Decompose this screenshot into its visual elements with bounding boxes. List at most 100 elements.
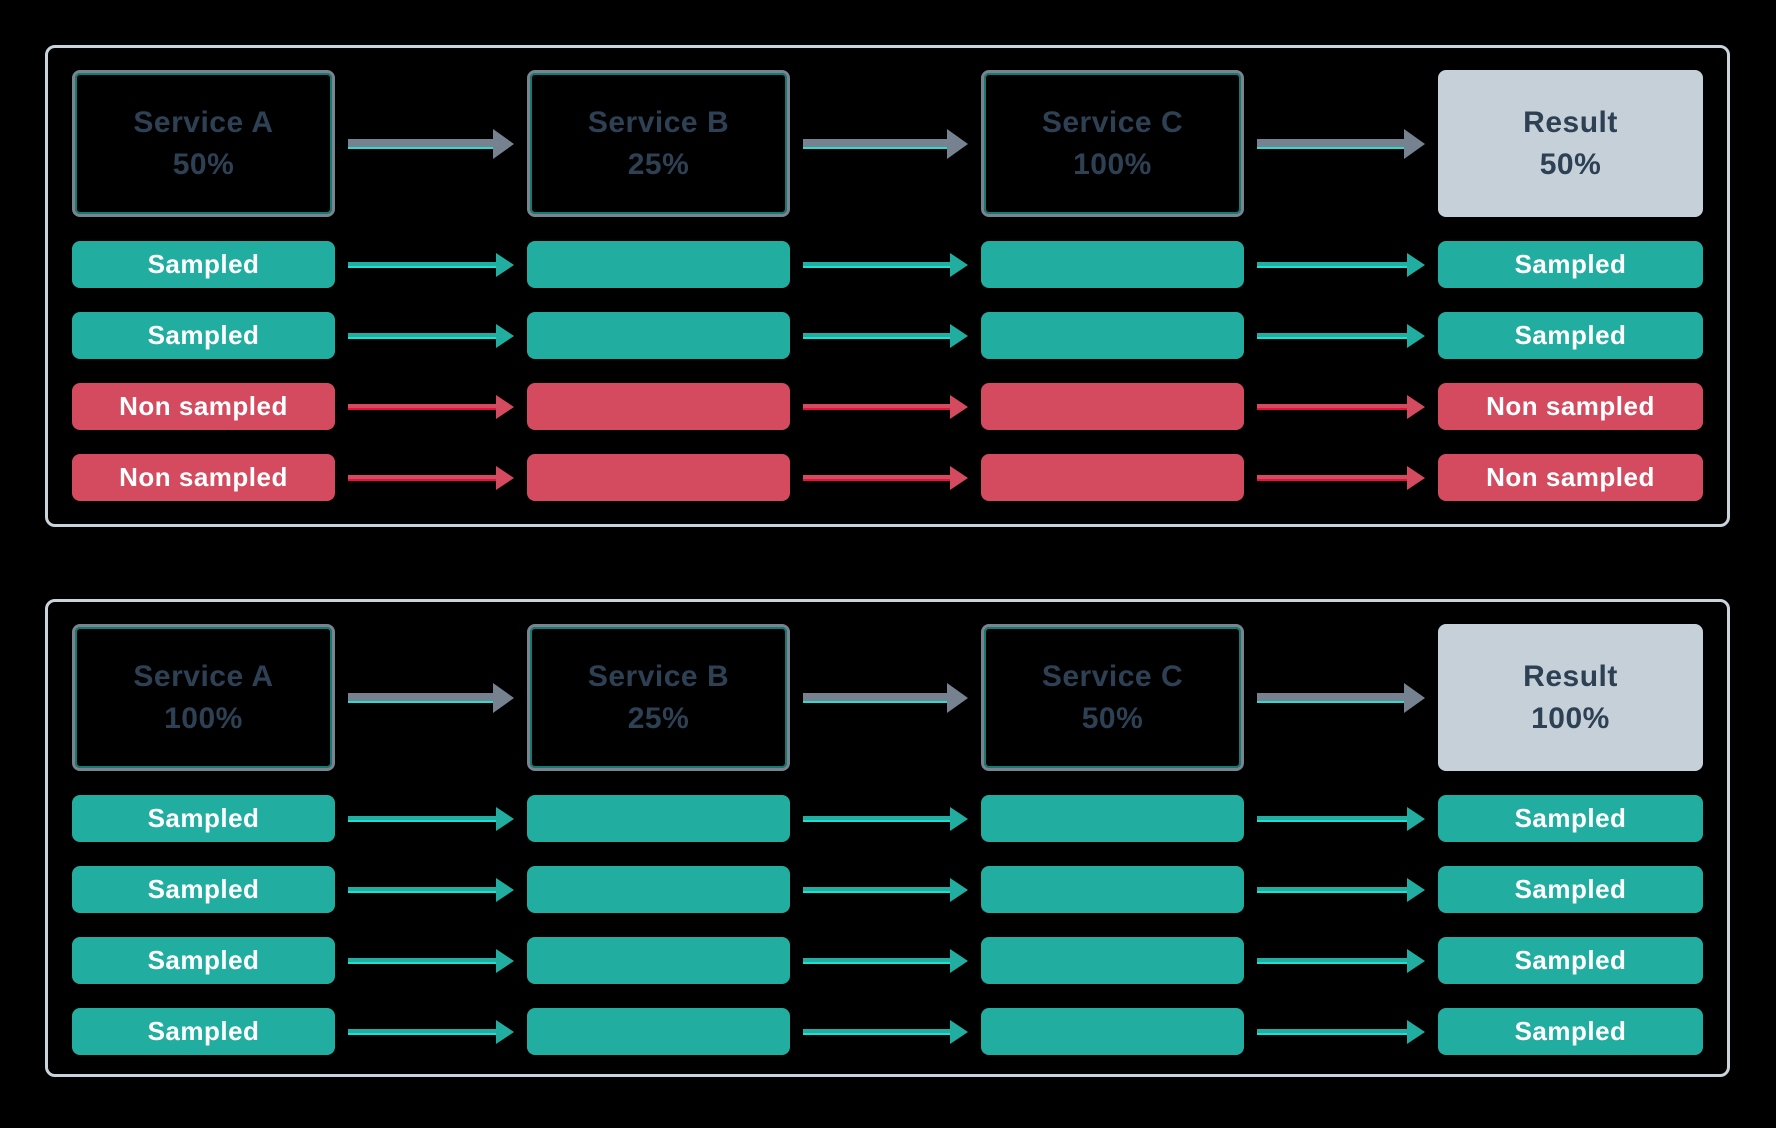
arrow-right-icon — [493, 128, 514, 159]
arrow-shaft — [348, 1028, 496, 1035]
trace-pill — [527, 1008, 790, 1055]
service-name: Service C — [1041, 659, 1184, 693]
arrow-right-icon — [1404, 128, 1425, 159]
flow-arrow-cell — [1244, 241, 1438, 288]
flow-arrow-cell — [1244, 70, 1438, 217]
arrow-shaft — [348, 474, 496, 481]
arrow-right-icon — [496, 948, 514, 973]
flow-arrow — [1257, 394, 1425, 419]
arrow-shaft — [803, 692, 947, 703]
service-rate: 25% — [627, 701, 690, 735]
flow-arrow-cell — [790, 241, 981, 288]
flow-arrow-cell — [335, 454, 527, 501]
result-rate: 100% — [1531, 701, 1610, 735]
flow-arrow — [803, 252, 968, 277]
flow-arrow-cell — [335, 1008, 527, 1055]
flow-arrow-cell — [790, 937, 981, 984]
flow-arrow — [348, 877, 514, 902]
trace-pill — [527, 454, 790, 501]
arrow-right-icon — [496, 394, 514, 419]
arrow-right-icon — [950, 394, 968, 419]
flow-arrow — [1257, 1019, 1425, 1044]
flow-arrow — [803, 806, 968, 831]
trace-pill — [981, 312, 1244, 359]
flow-arrow — [803, 128, 968, 159]
flow-arrow-cell — [335, 795, 527, 842]
arrow-shaft — [803, 957, 950, 964]
arrow-right-icon — [1407, 465, 1425, 490]
flow-arrow — [348, 394, 514, 419]
arrow-right-icon — [1407, 1019, 1425, 1044]
arrow-shaft — [348, 886, 496, 893]
flow-arrow-cell — [790, 312, 981, 359]
trace-pill: Sampled — [1438, 1008, 1703, 1055]
arrow-shaft — [348, 332, 496, 339]
arrow-shaft — [803, 261, 950, 268]
trace-pill: Sampled — [72, 866, 335, 913]
flow-arrow — [348, 465, 514, 490]
arrow-shaft — [348, 815, 496, 822]
arrow-right-icon — [950, 465, 968, 490]
trace-pill — [981, 866, 1244, 913]
flow-arrow — [1257, 682, 1425, 713]
flow-arrow-cell — [1244, 1008, 1438, 1055]
flow-arrow — [803, 323, 968, 348]
arrow-right-icon — [1407, 252, 1425, 277]
flow-arrow — [1257, 128, 1425, 159]
service-name: Service B — [587, 659, 730, 693]
flow-arrow — [803, 877, 968, 902]
arrow-shaft — [348, 692, 493, 703]
arrow-shaft — [1257, 138, 1404, 149]
arrow-right-icon — [496, 323, 514, 348]
flow-arrow-cell — [1244, 866, 1438, 913]
flow-arrow — [803, 465, 968, 490]
flow-arrow-cell — [1244, 454, 1438, 501]
trace-pill: Sampled — [1438, 241, 1703, 288]
trace-pill — [981, 795, 1244, 842]
flow-arrow-cell — [790, 1008, 981, 1055]
flow-arrow — [803, 1019, 968, 1044]
trace-pill: Non sampled — [1438, 383, 1703, 430]
arrow-shaft — [1257, 403, 1407, 410]
flow-arrow-cell — [335, 624, 527, 771]
result-name: Result — [1523, 659, 1618, 693]
trace-pill — [527, 241, 790, 288]
arrow-shaft — [1257, 815, 1407, 822]
flow-arrow-cell — [790, 866, 981, 913]
result-rate: 50% — [1539, 147, 1602, 181]
trace-pill: Non sampled — [1438, 454, 1703, 501]
arrow-right-icon — [947, 128, 968, 159]
flow-arrow — [803, 948, 968, 973]
arrow-right-icon — [947, 682, 968, 713]
flow-arrow-cell — [790, 624, 981, 771]
trace-pill: Sampled — [1438, 795, 1703, 842]
arrow-shaft — [348, 957, 496, 964]
flow-arrow — [1257, 806, 1425, 831]
flow-arrow — [348, 323, 514, 348]
arrow-shaft — [803, 332, 950, 339]
trace-pill — [527, 866, 790, 913]
flow-arrow-cell — [1244, 624, 1438, 771]
trace-pill: Sampled — [72, 795, 335, 842]
trace-pill: Non sampled — [72, 454, 335, 501]
arrow-shaft — [1257, 1028, 1407, 1035]
flow-arrow-cell — [790, 383, 981, 430]
flow-arrow — [348, 252, 514, 277]
arrow-right-icon — [496, 465, 514, 490]
arrow-right-icon — [950, 948, 968, 973]
arrow-shaft — [803, 815, 950, 822]
trace-pill — [527, 795, 790, 842]
arrow-shaft — [1257, 886, 1407, 893]
arrow-shaft — [1257, 474, 1407, 481]
flow-arrow-cell — [790, 70, 981, 217]
service-rate: 100% — [1073, 147, 1152, 181]
flow-arrow-cell — [1244, 383, 1438, 430]
flow-arrow-cell — [335, 241, 527, 288]
arrow-right-icon — [1407, 394, 1425, 419]
